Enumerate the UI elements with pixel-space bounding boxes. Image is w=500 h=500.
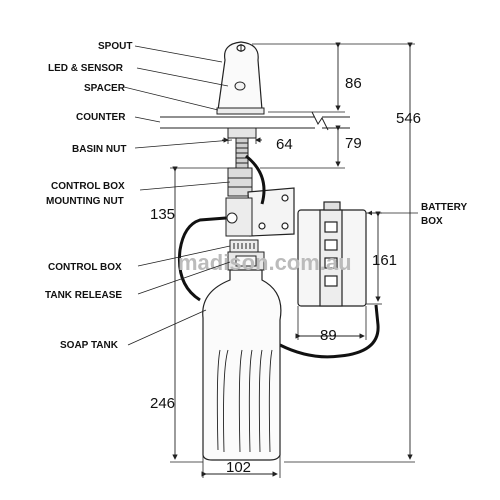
label-spout: SPOUT — [98, 41, 132, 52]
spout — [217, 41, 263, 111]
label-battery-box-1: BATTERY — [421, 202, 467, 213]
dim-135: 135 — [150, 206, 175, 223]
sensor-cable — [245, 154, 266, 205]
dim-161: 161 — [372, 252, 397, 269]
label-control-box: CONTROL BOX — [48, 262, 122, 273]
label-battery-box-2: BOX — [421, 216, 443, 227]
bracket — [247, 187, 295, 237]
label-soap-tank: SOAP TANK — [60, 340, 119, 351]
watermark: madison.com.au — [178, 250, 352, 275]
mounting-nut — [227, 167, 253, 197]
dim-89: 89 — [320, 327, 337, 344]
dim-102: 102 — [226, 459, 251, 476]
dim-546: 546 — [396, 110, 421, 127]
control-box — [225, 197, 259, 253]
battery-cable — [177, 216, 380, 359]
spacer — [216, 107, 265, 115]
battery-box — [297, 201, 367, 307]
dim-246: 246 — [150, 395, 175, 412]
label-control-box-mounting-2: MOUNTING NUT — [46, 196, 124, 207]
dim-79: 79 — [345, 135, 362, 152]
soap-tank — [202, 269, 282, 461]
dim-86: 86 — [345, 75, 362, 92]
label-spacer: SPACER — [84, 83, 126, 94]
counter — [160, 111, 350, 131]
label-control-box-mounting-1: CONTROL BOX — [51, 181, 125, 192]
dim-64: 64 — [276, 136, 293, 153]
label-basin-nut: BASIN NUT — [72, 144, 126, 155]
tank-release — [227, 251, 265, 271]
label-led-sensor: LED & SENSOR — [48, 63, 124, 74]
label-tank-release: TANK RELEASE — [45, 290, 122, 301]
label-counter: COUNTER — [76, 112, 126, 123]
led-sensor — [234, 81, 246, 91]
